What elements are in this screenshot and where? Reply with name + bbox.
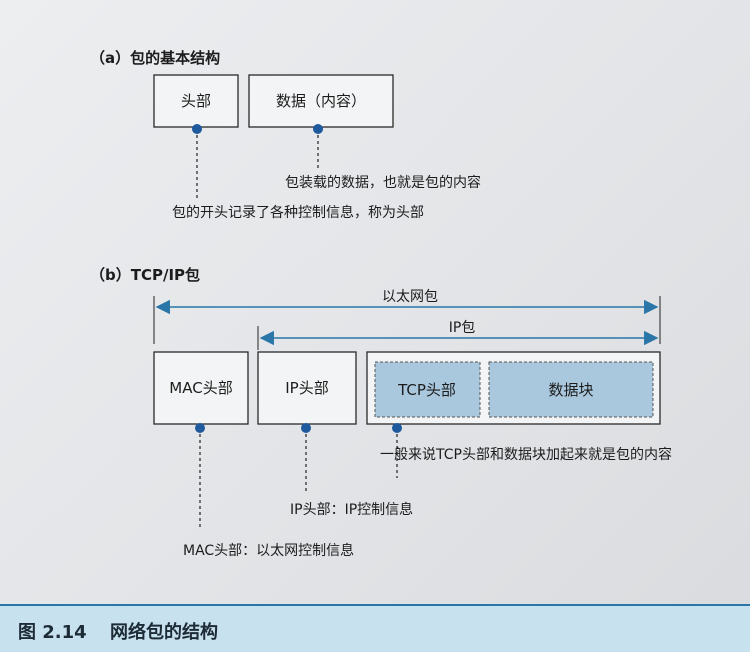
tcp-note: 一般来说TCP头部和数据块加起来就是包的内容 — [380, 446, 672, 463]
section-a-title: （a）包的基本结构 — [90, 49, 220, 67]
ip-callout-dot — [301, 423, 311, 433]
data-block-box — [488, 361, 654, 418]
header-box-label: 头部 — [181, 92, 211, 110]
figure-title: 网络包的结构 — [110, 622, 218, 643]
ethernet-label: 以太网包 — [382, 289, 438, 305]
mac-note: MAC头部：以太网控制信息 — [183, 542, 354, 559]
data-box — [248, 74, 394, 128]
ip-header-box — [257, 351, 357, 425]
tcp-header-box — [374, 361, 481, 418]
section-b-title: （b）TCP/IP包 — [90, 266, 200, 284]
data-callout-dot — [313, 124, 323, 134]
figure-number: 图 2.14 — [18, 622, 87, 643]
packet-structure-diagram: （a）包的基本结构 头部 数据（内容） 包装载的数据，也就是包的内容 包的开头记… — [90, 49, 672, 559]
tcp-header-box-label: TCP头部 — [397, 381, 456, 399]
header-callout-dot — [192, 124, 202, 134]
ip-note: IP头部：IP控制信息 — [290, 501, 413, 518]
data-note: 包装载的数据，也就是包的内容 — [285, 174, 481, 191]
ip-label: IP包 — [449, 320, 476, 336]
caption-bar — [0, 604, 750, 652]
data-block-box-label: 数据块 — [548, 381, 593, 399]
mac-header-box-label: MAC头部 — [169, 379, 232, 397]
caption-rule — [0, 604, 750, 606]
tcp-callout-dot — [392, 423, 402, 433]
header-box — [153, 74, 239, 128]
header-note: 包的开头记录了各种控制信息，称为头部 — [172, 204, 424, 221]
ip-header-box-label: IP头部 — [285, 379, 328, 397]
mac-callout-dot — [195, 423, 205, 433]
data-box-label: 数据（内容） — [276, 92, 366, 110]
